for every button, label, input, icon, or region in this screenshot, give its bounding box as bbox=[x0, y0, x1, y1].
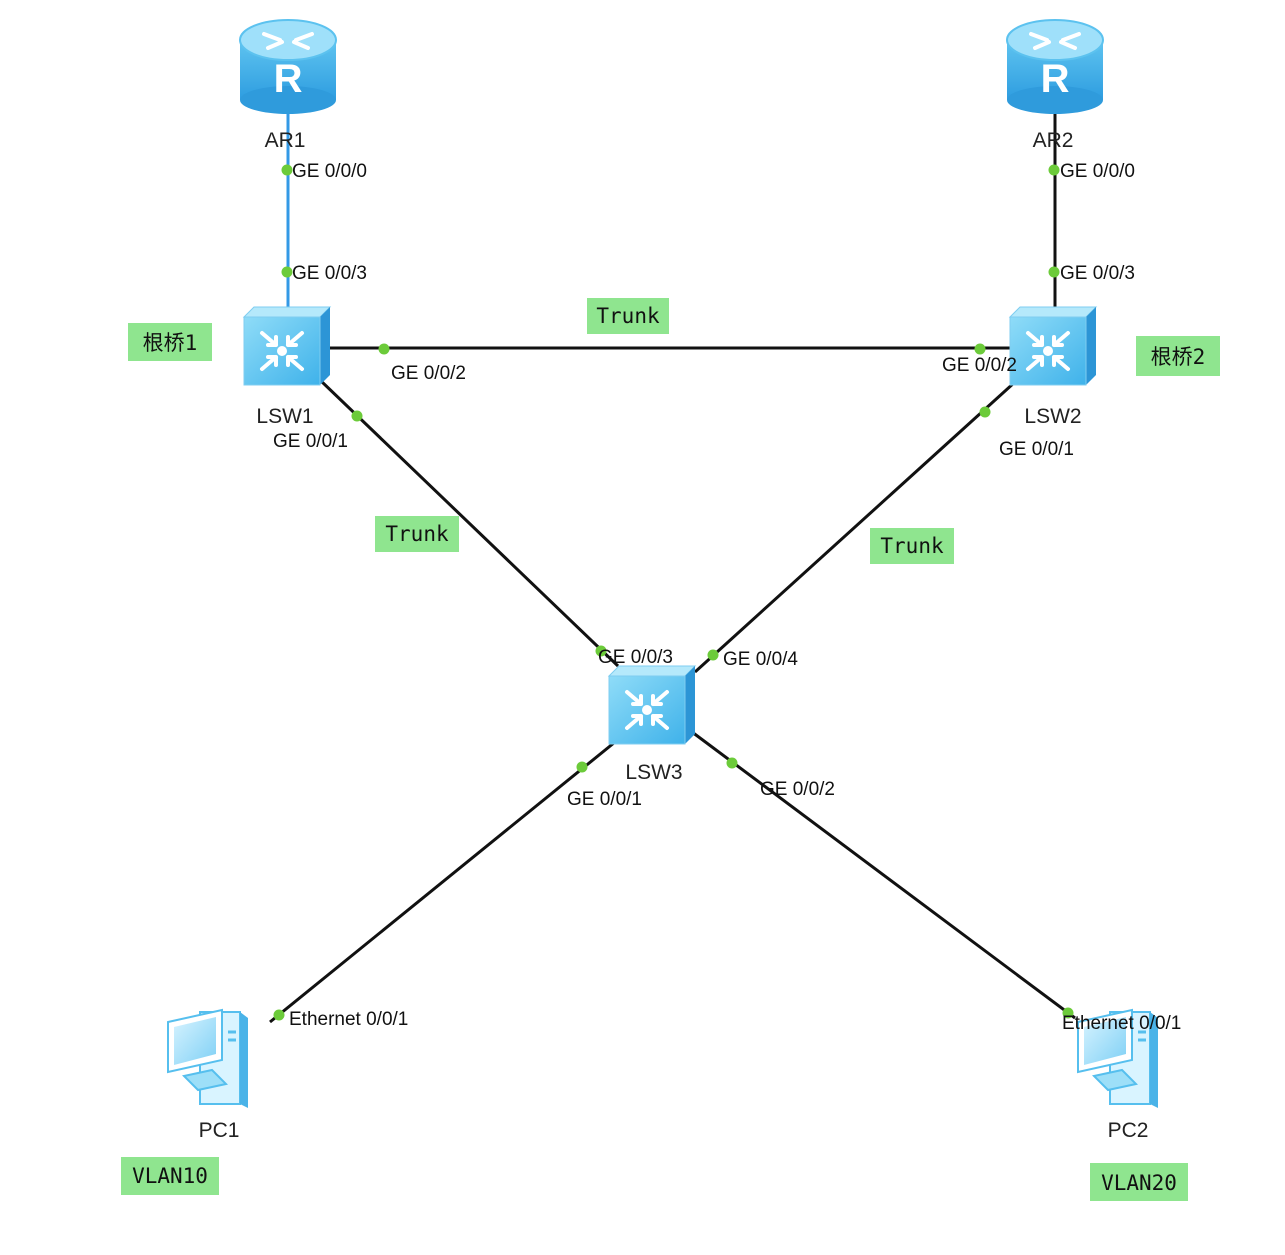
tag-background bbox=[587, 298, 669, 334]
port-label-lsw2-ge003: GE 0/0/3 bbox=[1060, 263, 1135, 284]
device-label-ar1: AR1 bbox=[265, 129, 306, 152]
tag-background bbox=[128, 323, 212, 361]
pc-pc1[interactable]: PC1 bbox=[166, 1008, 250, 1142]
link-lsw3-pc1[interactable] bbox=[269, 736, 621, 1024]
tag-label: Trunk bbox=[880, 534, 944, 558]
device-label-lsw1: LSW1 bbox=[256, 405, 313, 428]
device-label-ar2: AR2 bbox=[1033, 129, 1074, 152]
port-label-ar1-ge000: GE 0/0/0 bbox=[292, 161, 367, 182]
router-ar2[interactable]: AR2 bbox=[1005, 18, 1105, 152]
router-ar1[interactable]: AR1 bbox=[238, 18, 338, 152]
switch-lsw1[interactable]: LSW1 bbox=[242, 305, 332, 428]
tag-root-bridge-1: 根桥1 bbox=[128, 323, 212, 361]
device-label-lsw2: LSW2 bbox=[1024, 405, 1081, 428]
device-label-lsw3: LSW3 bbox=[625, 761, 682, 784]
port-label-lsw1-ge003: GE 0/0/3 bbox=[292, 263, 367, 284]
tag-background bbox=[375, 516, 459, 552]
port-label-lsw3-ge001: GE 0/0/1 bbox=[567, 789, 642, 810]
tag-label: 根桥2 bbox=[1151, 345, 1206, 369]
port-dot bbox=[707, 649, 719, 661]
tag-trunk-left: Trunk bbox=[375, 516, 459, 552]
tag-background bbox=[1136, 336, 1220, 376]
port-label-lsw2-ge001: GE 0/0/1 bbox=[999, 439, 1074, 460]
port-dots bbox=[273, 164, 1074, 1021]
port-dot bbox=[1048, 266, 1060, 278]
switch-icon bbox=[607, 664, 697, 746]
switch-lsw3[interactable]: LSW3 bbox=[607, 664, 697, 784]
link-lsw1-lsw3[interactable] bbox=[318, 378, 620, 668]
router-icon bbox=[1005, 18, 1105, 116]
tag-trunk-top: Trunk bbox=[587, 298, 669, 334]
port-dot bbox=[595, 645, 607, 657]
pc-icon bbox=[166, 1008, 250, 1110]
port-label-lsw3-ge004: GE 0/0/4 bbox=[723, 649, 798, 670]
tag-label: Trunk bbox=[385, 522, 449, 546]
port-label-lsw3-ge002: GE 0/0/2 bbox=[760, 779, 835, 800]
tag-trunk-right: Trunk bbox=[870, 528, 954, 564]
port-dot bbox=[1062, 1007, 1074, 1019]
link-lsw2-lsw3[interactable] bbox=[693, 380, 1017, 674]
tag-background bbox=[870, 528, 954, 564]
tag-label: VLAN10 bbox=[132, 1164, 208, 1188]
tag-background bbox=[121, 1157, 219, 1195]
port-dot bbox=[378, 343, 390, 355]
port-label-pc1-eth001: Ethernet 0/0/1 bbox=[289, 1009, 408, 1030]
tag-label: VLAN20 bbox=[1101, 1171, 1177, 1195]
tag-root-bridge-2: 根桥2 bbox=[1136, 336, 1220, 376]
port-dot bbox=[351, 410, 363, 422]
port-dot bbox=[726, 757, 738, 769]
tag-vlan10: VLAN10 bbox=[121, 1157, 219, 1195]
port-dot bbox=[979, 406, 991, 418]
port-dot bbox=[281, 266, 293, 278]
port-dot bbox=[273, 1009, 285, 1021]
port-label-lsw1-ge001: GE 0/0/1 bbox=[273, 431, 348, 452]
switch-lsw2[interactable]: LSW2 bbox=[1008, 305, 1098, 428]
port-dot bbox=[1048, 164, 1060, 176]
device-label-pc1: PC1 bbox=[199, 1119, 240, 1142]
port-label-ar2-ge000: GE 0/0/0 bbox=[1060, 161, 1135, 182]
tag-label: Trunk bbox=[596, 304, 660, 328]
switch-icon bbox=[242, 305, 332, 387]
device-label-pc2: PC2 bbox=[1108, 1119, 1149, 1142]
tag-vlan20: VLAN20 bbox=[1090, 1163, 1188, 1201]
tag-background bbox=[1090, 1163, 1188, 1201]
port-label-lsw2-ge002: GE 0/0/2 bbox=[942, 355, 1017, 376]
port-label-pc2-eth001: Ethernet 0/0/1 bbox=[1062, 1013, 1181, 1034]
link-lsw3-pc2[interactable] bbox=[691, 730, 1076, 1020]
tag-label: 根桥1 bbox=[143, 331, 198, 355]
port-label-lsw3-ge003: GE 0/0/3 bbox=[598, 647, 673, 668]
port-label-lsw1-ge002: GE 0/0/2 bbox=[391, 363, 466, 384]
router-icon bbox=[238, 18, 338, 116]
port-dot bbox=[576, 761, 588, 773]
switch-icon bbox=[1008, 305, 1098, 387]
pc-pc2[interactable]: PC2 bbox=[1076, 1008, 1160, 1142]
port-dot bbox=[281, 164, 293, 176]
port-dot bbox=[974, 343, 986, 355]
